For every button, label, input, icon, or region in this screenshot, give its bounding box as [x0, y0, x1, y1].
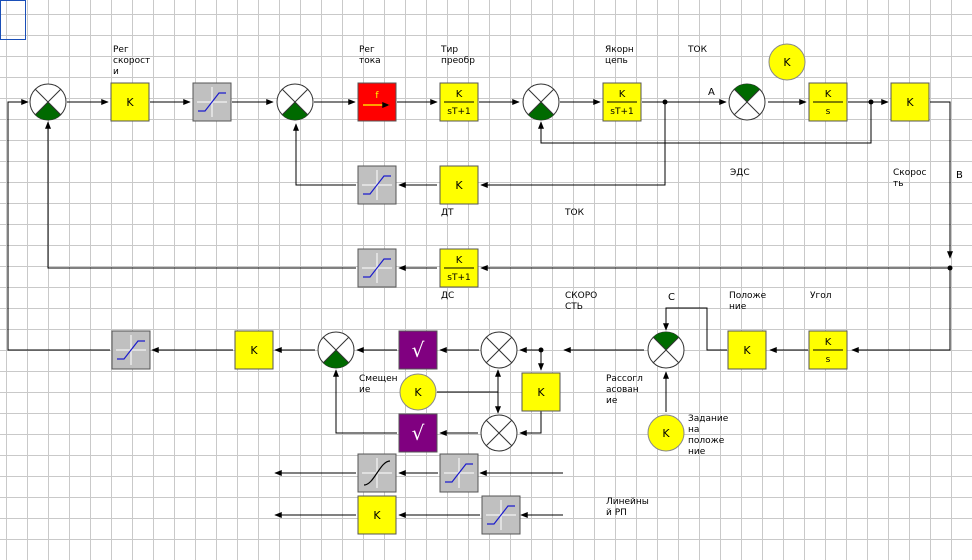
- signal-wire: [293, 123, 356, 186]
- signal-wire: [930, 101, 953, 259]
- tf-numerator: K: [456, 89, 463, 100]
- junction-dot: [868, 99, 874, 105]
- label-dt: ДТ: [441, 208, 454, 218]
- gain-speed-output: [890, 82, 930, 122]
- label-tok-mid: ТОК: [565, 208, 584, 218]
- label-reg-current: Рег тока: [359, 45, 381, 66]
- gain-speed-regulator: [110, 82, 150, 122]
- gain-current-sensor: [439, 165, 479, 205]
- sqrt-label: √: [412, 338, 425, 362]
- label-armature: Якорн цепь: [605, 45, 634, 66]
- tf-denominator: sT+1: [447, 107, 470, 117]
- func-label: f: [375, 91, 379, 101]
- label-reg-speed: Рег скорост и: [113, 45, 151, 77]
- summer-cross: [527, 88, 555, 116]
- const-position-setpoint: [647, 414, 685, 452]
- summer-cross: [34, 88, 62, 116]
- tf-numerator: K: [456, 255, 463, 266]
- const-label: K: [662, 427, 670, 440]
- sqrt-label: √: [412, 421, 425, 445]
- gain-label: K: [743, 344, 751, 357]
- label-offset: Смещен ие: [359, 374, 398, 395]
- tf-denominator: sT+1: [610, 107, 633, 117]
- const-load: [768, 43, 806, 81]
- signal-wire: [7, 99, 110, 351]
- label-point-a: A: [708, 87, 715, 98]
- label-thyristor: Тир преобр: [441, 45, 475, 66]
- tf-denominator: s: [826, 107, 831, 117]
- summer-negative-sector: [734, 84, 760, 102]
- signal-wire: [437, 369, 501, 393]
- tf-numerator: K: [619, 89, 626, 100]
- gain-label: K: [250, 344, 258, 357]
- summer-negative-sector: [282, 102, 308, 120]
- gain-mismatch: [521, 372, 561, 412]
- gain-linear: [357, 495, 397, 535]
- saturation-curve: [487, 505, 515, 525]
- signal-wire: [851, 268, 951, 353]
- label-point-c: C: [668, 292, 675, 303]
- summer-cross: [733, 88, 761, 116]
- tf-numerator: K: [825, 89, 832, 100]
- signal-wire: [538, 102, 872, 144]
- sigmoid-curve: [363, 460, 391, 486]
- tf-denominator: s: [826, 355, 831, 365]
- label-position-setpoint: Задание на положе ние: [688, 414, 729, 454]
- sqrt-top: [398, 330, 438, 370]
- gain-label: K: [373, 509, 381, 522]
- gain-position: [727, 330, 767, 370]
- tf-numerator: K: [825, 337, 832, 348]
- label-ds: ДС: [441, 291, 455, 301]
- summer-negative-sector: [323, 350, 349, 368]
- gain-label: K: [906, 96, 914, 109]
- summer-cross: [281, 88, 309, 116]
- summer-cross: [485, 336, 513, 364]
- label-eds: ЭДС: [730, 168, 750, 178]
- signal-wire: [333, 369, 397, 434]
- signal-wire: [45, 121, 356, 269]
- label-mismatch: Рассогл асован ие: [606, 374, 643, 406]
- selection-frame[interactable]: [0, 0, 26, 40]
- summer-negative-sector: [653, 332, 679, 350]
- const-offset: [399, 373, 437, 411]
- summer-cross: [485, 419, 513, 447]
- label-point-b: B: [956, 170, 963, 181]
- const-label: K: [783, 56, 791, 69]
- signal-wire: [519, 410, 542, 436]
- label-position: Положе ние: [729, 291, 767, 312]
- gain-label: K: [455, 179, 463, 192]
- saturation-curve: [198, 92, 226, 112]
- saturation-curve: [363, 258, 391, 278]
- summer-cross: [652, 336, 680, 364]
- label-angle: Угол: [810, 291, 832, 301]
- saturation-curve: [363, 175, 391, 195]
- gain-label: K: [537, 386, 545, 399]
- summer-negative-sector: [35, 102, 61, 120]
- label-tok-top: ТОК: [688, 45, 707, 55]
- saturation-curve: [445, 463, 473, 483]
- saturation-curve: [117, 340, 145, 360]
- label-speed: Скорос ть: [893, 168, 927, 189]
- label-linear-rp: Линейны й РП: [606, 497, 649, 518]
- gain-label: K: [126, 96, 134, 109]
- summer-negative-sector: [528, 102, 554, 120]
- signal-wire: [663, 307, 727, 351]
- label-skorost: СКОРО СТЬ: [565, 291, 598, 312]
- summer-cross: [322, 336, 350, 364]
- junction-dot: [947, 265, 953, 271]
- junction-dot: [662, 99, 668, 105]
- function-current-regulator: [357, 82, 397, 122]
- gain-output: [234, 330, 274, 370]
- tf-denominator: sT+1: [447, 273, 470, 283]
- sqrt-bottom: [398, 413, 438, 453]
- signal-wire: [437, 391, 501, 414]
- const-label: K: [414, 386, 422, 399]
- junction-dot: [538, 347, 544, 353]
